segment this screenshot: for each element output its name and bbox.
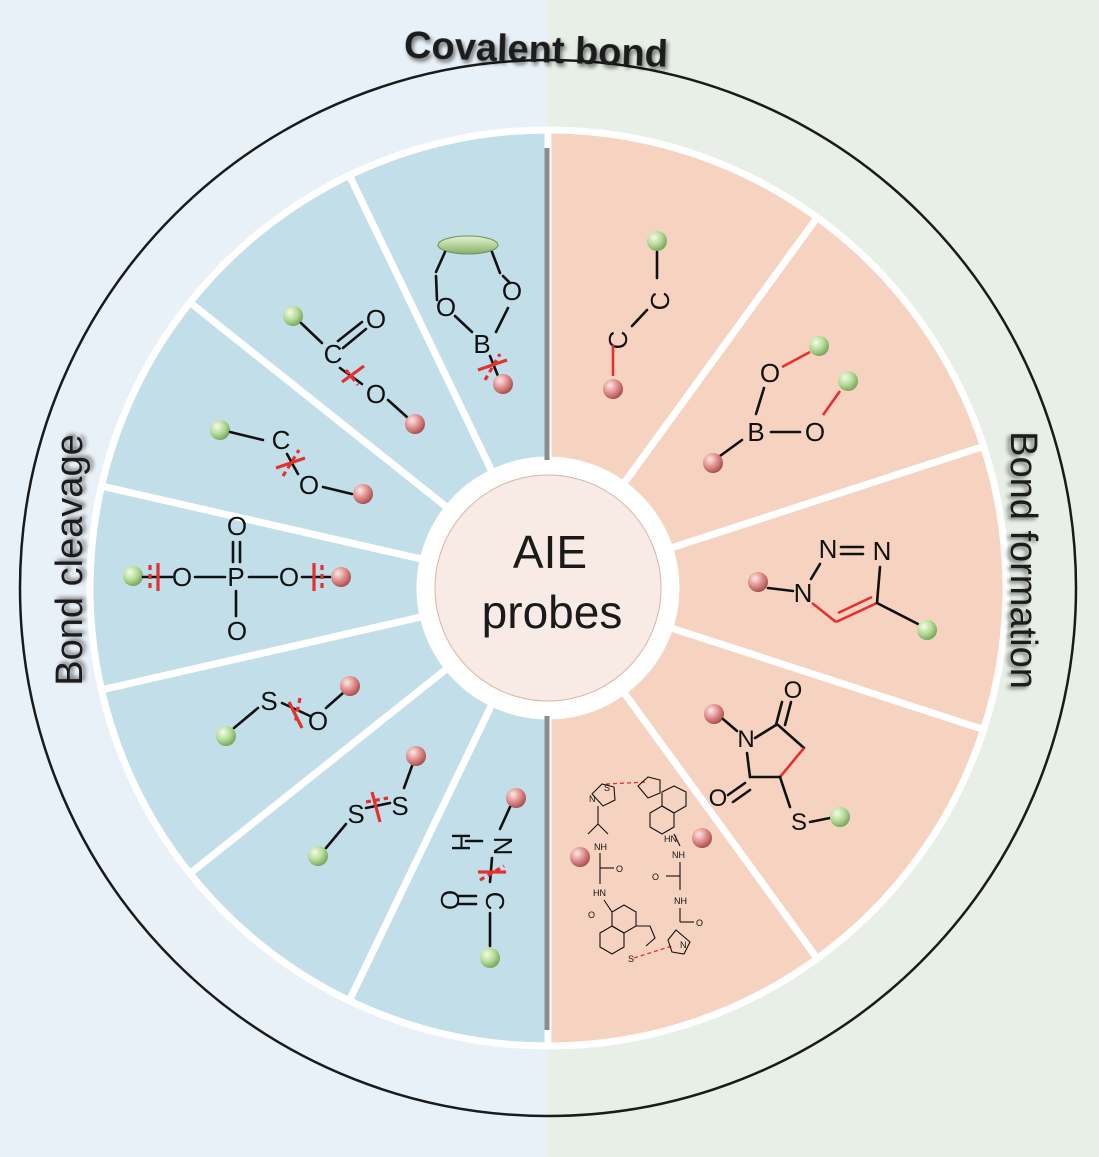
red-ball-icon (570, 847, 590, 867)
atom-label: O (616, 864, 623, 874)
atom-label: C (272, 425, 291, 455)
amide-cleavage: N H C O (435, 788, 526, 968)
atom-label: B (473, 329, 490, 359)
atom-label: O (279, 562, 299, 592)
green-ball-icon (647, 231, 667, 251)
atom-label: O (805, 417, 825, 447)
atom-label: N (488, 837, 518, 856)
atom-label: C (324, 339, 343, 369)
red-ball-icon (331, 567, 351, 587)
atom-label: N (819, 534, 838, 564)
center-label-aie: AIE (513, 526, 587, 578)
green-ball-icon (308, 846, 328, 866)
disulfide-cleavage: S S (308, 746, 426, 866)
sulfenate-cleavage: S O (216, 676, 360, 746)
atom-label: O (709, 785, 728, 812)
triazole-formation: N N N (748, 534, 937, 640)
atom-label: C (645, 292, 675, 311)
label-bond-formation: Bond formation (1002, 431, 1044, 689)
green-ball-icon (917, 620, 937, 640)
red-ball-icon (703, 453, 723, 473)
atom-label: S (391, 791, 408, 821)
green-ball-icon (210, 420, 230, 440)
atom-label: O (366, 304, 386, 334)
red-ball-icon (603, 379, 623, 399)
atom-label: O (299, 470, 319, 500)
atom-label: C (603, 331, 633, 350)
atom-label: O (784, 677, 803, 704)
green-ball-icon (830, 807, 850, 827)
atom-label: NH (672, 850, 685, 860)
atom-label: O (435, 890, 465, 910)
ether-cleavage: C O (210, 420, 373, 504)
red-ball-icon (406, 746, 426, 766)
atom-label: P (227, 562, 244, 592)
atom-label: HN (664, 834, 677, 844)
green-ball-icon (838, 371, 858, 391)
red-ball-icon (704, 704, 724, 724)
red-ball-icon (748, 572, 768, 592)
atom-label: O (760, 358, 780, 388)
atom-label: H (446, 833, 476, 852)
atom-label: N (680, 940, 687, 950)
atom-label: B (747, 417, 764, 447)
atom-label: C (480, 892, 510, 911)
diol-disc-icon (437, 235, 499, 255)
phosphate-cleavage: O O P O O (123, 511, 351, 646)
red-ball-icon (493, 374, 513, 394)
carbon-carbon-formation: C C (603, 231, 675, 399)
atom-label: O (588, 910, 595, 920)
boronate-ester-formation: O O B (703, 336, 858, 473)
center-hub: AIE probes (420, 460, 676, 716)
red-ball-icon (353, 484, 373, 504)
red-ball-icon (405, 414, 425, 434)
red-ball-icon (340, 676, 360, 696)
atom-label: N (794, 578, 813, 608)
atom-label: O (172, 562, 192, 592)
atom-label: S (604, 783, 610, 793)
label-bond-cleavage: Bond cleavage (49, 434, 91, 685)
atom-label: N (589, 794, 596, 804)
center-label-probes: probes (482, 586, 623, 638)
atom-label: O (227, 511, 247, 541)
atom-label: HN (593, 888, 606, 898)
atom-label: O (227, 616, 247, 646)
atom-label: S (628, 954, 634, 964)
green-ball-icon (283, 306, 303, 326)
atom-label: O (308, 706, 328, 736)
boronate-ester-cleavage: O O B (434, 235, 522, 394)
title-covalent-bond: Covalent bond (403, 24, 668, 75)
atom-label: O (436, 292, 456, 322)
atom-label: O (366, 379, 386, 409)
thiol-maleimide-formation: N O O S (704, 677, 850, 836)
atom-label: S (791, 809, 807, 836)
green-ball-icon (123, 566, 143, 586)
atom-label: S (260, 686, 277, 716)
atom-label: N (873, 536, 892, 566)
red-ball-icon (692, 828, 712, 848)
atom-label: O (696, 918, 703, 928)
green-ball-icon (809, 336, 829, 356)
ester-cleavage: O C O (283, 304, 425, 434)
atom-label: O (652, 872, 659, 882)
atom-label: N (737, 726, 754, 753)
cbt-condensation: S N NH O HN S NH O NH O N HN O (570, 776, 712, 964)
atom-label: NH (674, 896, 687, 906)
red-ball-icon (506, 788, 526, 808)
atom-label: NH (594, 842, 607, 852)
green-ball-icon (216, 726, 236, 746)
atom-label: O (502, 276, 522, 306)
atom-label: S (347, 799, 364, 829)
green-ball-icon (480, 948, 500, 968)
